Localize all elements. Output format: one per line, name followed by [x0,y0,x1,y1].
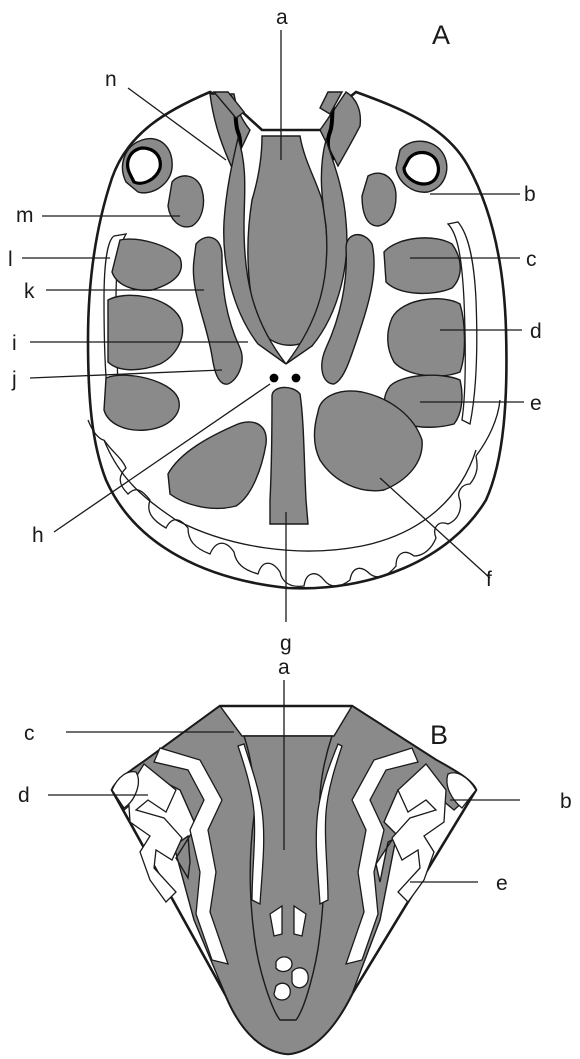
panel-a-lobe-c-right [384,238,460,294]
label-b-a: a [278,656,290,679]
label-f: f [486,568,492,591]
label-n: n [105,68,117,91]
label-l: l [8,248,13,271]
label-m: m [16,204,34,227]
label-b-c: c [24,722,35,745]
label-b-e: e [496,872,508,895]
label-g: g [280,632,292,655]
label-i: i [12,332,17,355]
label-k: k [24,280,35,303]
panel-a-eye-right-socket [404,153,438,185]
label-d: d [530,320,542,343]
panel-a-eye-left-socket [128,148,161,183]
panel-a-lobe-m-left [168,176,204,227]
label-b-b: b [560,790,572,813]
label-c: c [526,248,537,271]
label-h: h [32,524,44,547]
panel-b-hole-mid [276,957,292,972]
panel-a-dot-left [270,374,279,383]
panel-a: A [8,6,542,655]
panel-b: B a c d b e [18,656,572,1054]
label-j: j [11,368,17,391]
label-b-d: d [18,784,30,807]
label-e: e [530,392,542,415]
panel-b-title: B [430,720,448,750]
panel-b-hole-lower-left [274,983,290,1000]
panel-a-lobe-m-right [362,173,396,226]
label-b: b [524,183,536,206]
label-a: a [276,6,288,29]
panel-a-lobe-d-right [388,299,465,376]
panel-a-dot-right [292,374,301,383]
panel-a-title: A [432,20,450,50]
panel-b-hole-lower-right [292,968,308,988]
